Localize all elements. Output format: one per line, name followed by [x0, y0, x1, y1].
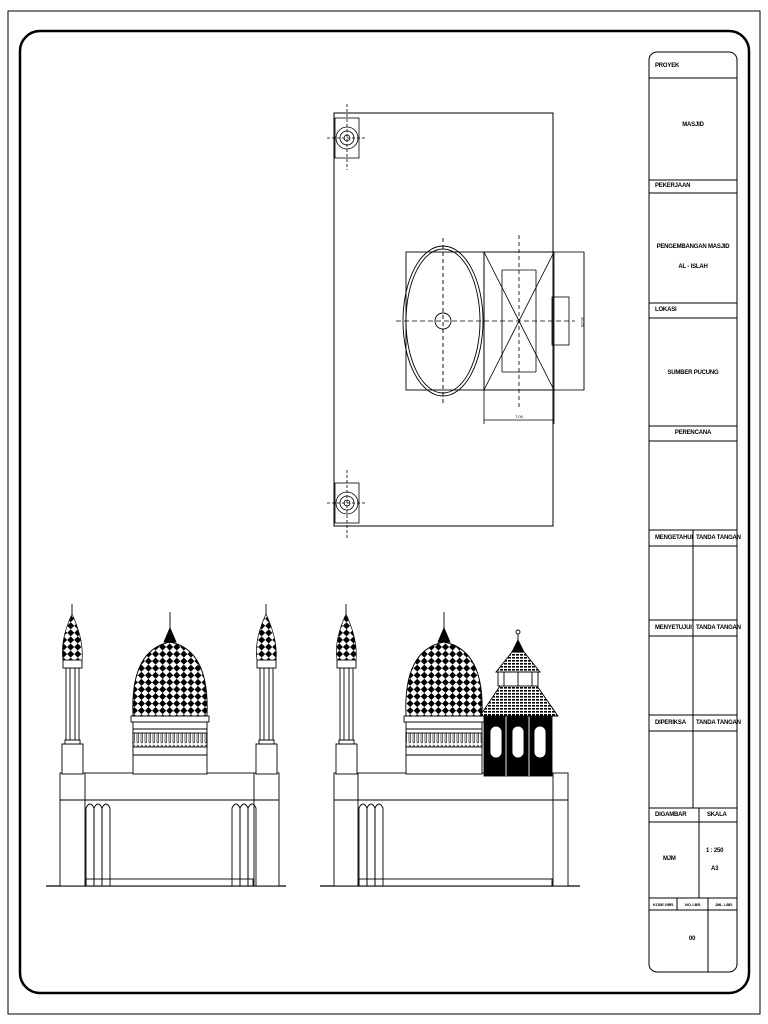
diperiksa-label: DIPERIKSA	[655, 720, 686, 726]
minaret-left	[61, 604, 84, 775]
minaret-plan-bottom	[327, 470, 367, 540]
pekerjaan-line1: PENGEMBANGAN MASJID	[656, 244, 730, 250]
perencana-label: PERENCANA	[674, 430, 712, 436]
inner-border	[18, 29, 751, 995]
minaret-side	[335, 604, 358, 775]
minaret-plan-top	[327, 104, 367, 170]
jml-label: JML. LBR.	[715, 902, 733, 907]
plan-dim-bottom: 7.00	[515, 414, 524, 419]
proyek-label: PROYEK	[655, 63, 680, 69]
elevation-side	[320, 604, 580, 887]
main-dome-side	[403, 612, 485, 775]
proyek-value: MASJID	[682, 122, 704, 128]
plan-dim-right: 20.00	[580, 317, 585, 328]
main-dome-front	[130, 612, 210, 775]
kode-label: KODE GBR.	[653, 902, 674, 907]
digambar-value: MJM	[663, 856, 676, 862]
minaret-right	[255, 604, 278, 775]
paper-size: A3	[711, 866, 719, 872]
site-plan	[327, 104, 585, 540]
pavilion-tower	[479, 629, 559, 777]
outer-border	[7, 10, 761, 1015]
pekerjaan-label: PEKERJAAN	[655, 183, 691, 189]
tower-plan	[483, 235, 585, 424]
digambar-label: DIGAMBAR	[655, 812, 687, 818]
mengetahui-label: MENGETAHUI	[655, 535, 693, 541]
tanda-tangan-1: TANDA TANGAN	[696, 535, 741, 541]
tanda-tangan-2: TANDA TANGAN	[696, 625, 741, 631]
menyetujui-label: MENYETUJUI	[655, 625, 692, 631]
title-block: PROYEK MASJID PEKERJAAN PENGEMBANGAN MAS…	[649, 52, 741, 972]
skala-value: 1 : 250	[706, 848, 724, 854]
lokasi-value: SUMBER PUCUNG	[667, 370, 719, 376]
skala-label: SKALA	[707, 812, 727, 818]
sheet-no: 00	[689, 936, 696, 942]
elevation-front	[46, 604, 286, 887]
no-label: NO. LBR.	[685, 902, 701, 907]
tanda-tangan-3: TANDA TANGAN	[696, 720, 741, 726]
lokasi-label: LOKASI	[655, 307, 677, 313]
title-block-frame	[648, 51, 738, 973]
pekerjaan-line2: AL - ISLAH	[678, 264, 708, 270]
